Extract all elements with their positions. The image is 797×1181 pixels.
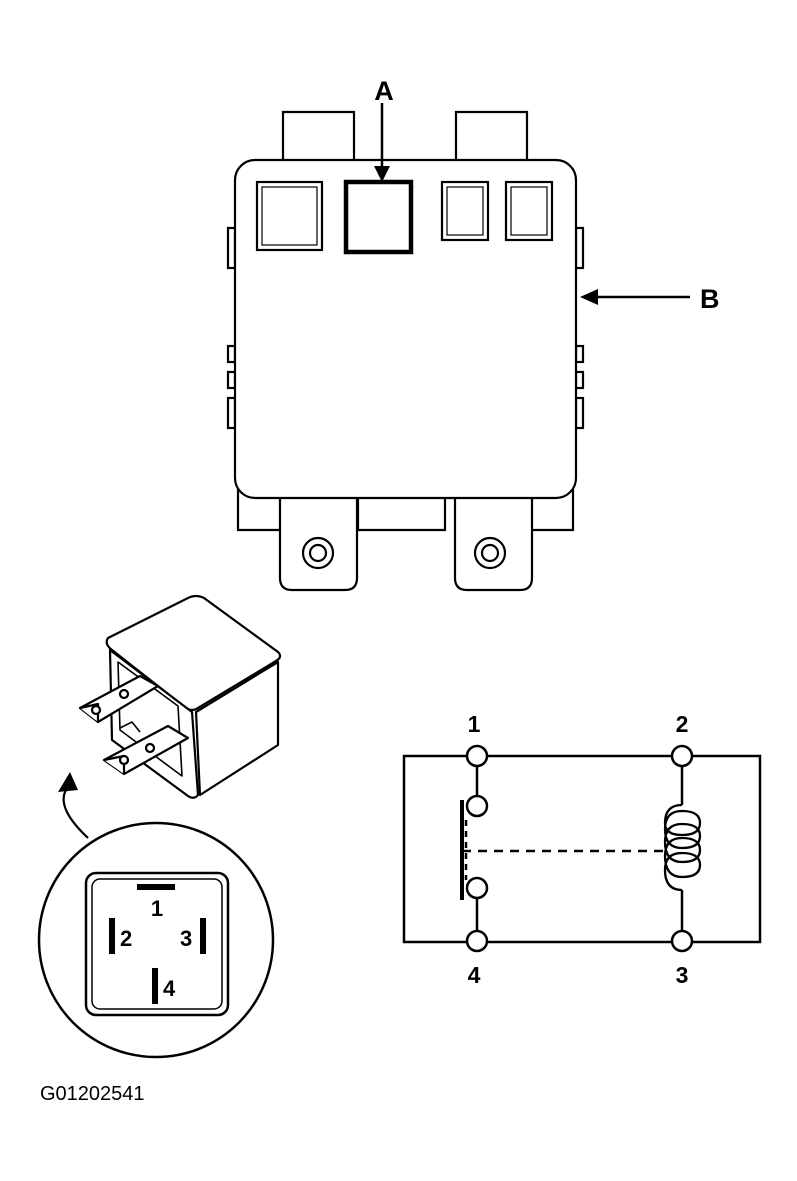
arrow-head-icon: [580, 289, 598, 305]
callout-a-label: A: [374, 76, 394, 106]
relay-block: [226, 110, 585, 592]
pin3-slot: [200, 918, 206, 954]
pin3-label: 3: [180, 926, 192, 951]
pin4-label: 4: [163, 976, 176, 1001]
detail-arrow: [58, 772, 89, 839]
arrow-head-icon: [58, 772, 78, 792]
figure-id: G01202541: [40, 1083, 145, 1105]
relay-schematic: 1 2 3 4: [402, 711, 762, 988]
pin4-slot: [152, 968, 158, 1004]
relay-3d: [78, 594, 282, 799]
terminal-1: [465, 744, 489, 768]
callout-a: A: [374, 76, 394, 182]
terminal-4: [465, 929, 489, 953]
callout-b-label: B: [700, 284, 720, 314]
terminal-4-label: 4: [468, 962, 481, 988]
pin1-label: 1: [151, 896, 163, 921]
terminal-2-label: 2: [676, 711, 689, 737]
switch-contact: [465, 876, 489, 900]
switch-contact: [465, 794, 489, 818]
pin1-slot: [137, 884, 175, 890]
terminal-2: [670, 744, 694, 768]
arrow-head-icon: [374, 166, 390, 182]
schematic-frame: [402, 754, 762, 944]
terminal-3-label: 3: [676, 962, 689, 988]
pin2-slot: [109, 918, 115, 954]
connector-pin-detail: 1 2 3 4: [37, 821, 275, 1059]
terminal-3: [670, 929, 694, 953]
coil-icon: [663, 803, 702, 892]
pin2-label: 2: [120, 926, 132, 951]
callout-b: B: [580, 284, 720, 314]
socket-a: [343, 179, 414, 255]
terminal-1-label: 1: [468, 711, 481, 737]
